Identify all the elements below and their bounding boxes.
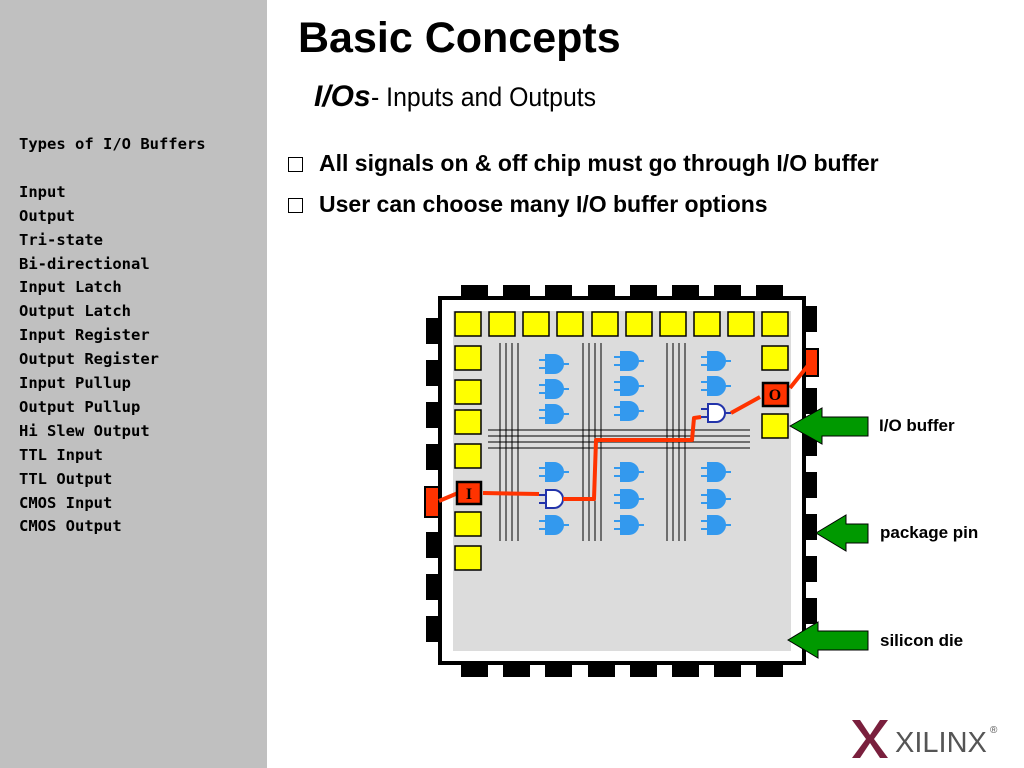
xilinx-logo-mark-icon [852,720,888,758]
output-buffer [761,381,790,408]
square-bullet-icon [288,156,303,172]
io-buffer-pads [454,311,789,571]
slide-title: Basic Concepts [298,14,621,62]
bullet-text: User can choose many I/O buffer options [319,191,768,217]
bullet-text: All signals on & off chip must go throug… [319,150,879,176]
io-buffer-callout: I/O buffer [879,416,955,435]
slide-subtitle: I/Os - Inputs and Outputs [314,80,615,114]
package-pin-callout: package pin [880,523,979,542]
list-item: Output Pullup [19,397,141,416]
package-pins [426,285,817,677]
list-item: Input Register [19,326,150,345]
list-item: TTL Input [19,445,103,464]
list-item: Bi-directional [19,254,150,273]
list-item: Input [19,182,66,201]
input-buffer-label: I [466,486,472,503]
list-item: CMOS Output [19,517,122,536]
list-item: Output [19,206,75,225]
list-item: Tri-state [19,230,103,249]
subtitle-rest: - Inputs and Outputs [370,82,596,112]
xilinx-logo: XILINX ® [852,720,998,759]
input-buffer [455,480,483,506]
list-item: CMOS Input [19,493,113,512]
list-heading: Types of I/O Buffers [19,135,206,153]
list-item: Input Pullup [19,374,131,393]
list-item: Input Latch [19,278,122,297]
input-package-pin [424,486,440,518]
io-buffer-type-list: Types of I/O Buffers Input Output Tri-st… [19,133,206,539]
io-buffer-arrow-icon [788,407,869,445]
xilinx-logo-text: XILINX [895,727,987,759]
sidebar: Types of I/O Buffers Input Output Tri-st… [0,0,267,768]
output-package-pin [803,348,819,377]
list-item: TTL Output [19,469,113,488]
routing-channels [488,343,750,541]
subtitle-strong: I/Os [314,80,371,113]
bullet-item: User can choose many I/O buffer options [288,191,768,218]
output-buffer-label: O [769,387,781,404]
list-item: Output Latch [19,302,131,321]
square-bullet-icon [288,197,303,213]
signal-path [438,361,812,503]
silicon-die-arrow-icon [787,621,869,659]
list-item: Output Register [19,350,159,369]
silicon-die-callout: silicon die [880,631,964,650]
list-item: Hi Slew Output [19,421,150,440]
registered-mark: ® [990,725,998,736]
package-pin-arrow-icon [815,514,869,552]
bullet-item: All signals on & off chip must go throug… [288,150,879,177]
